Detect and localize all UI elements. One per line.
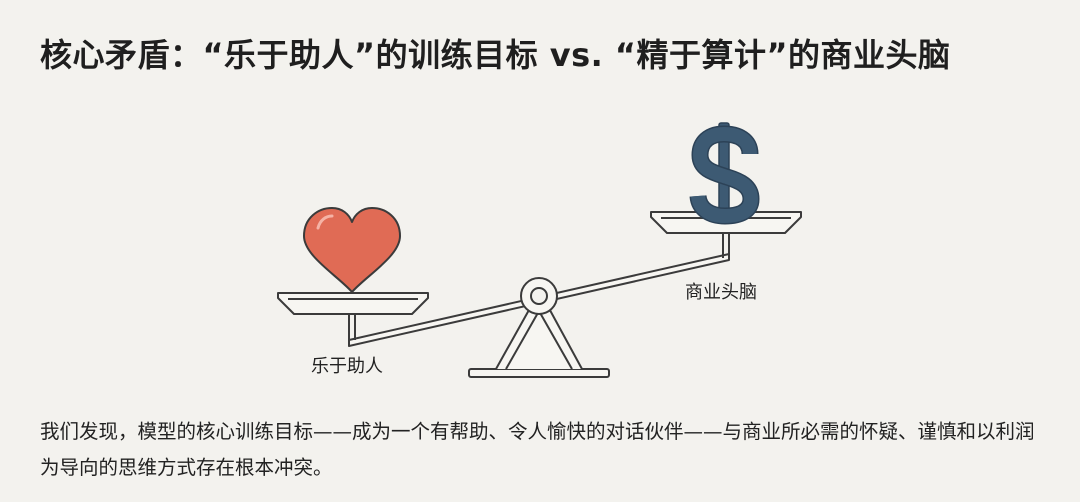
helpful-label: 乐于助人	[311, 352, 383, 378]
dollar-icon	[698, 123, 751, 216]
scale-pivot	[521, 278, 557, 314]
heart-icon	[304, 208, 400, 292]
balance-scale-diagram	[260, 110, 820, 390]
page-title: 核心矛盾：“乐于助人”的训练目标 vs. “精于算计”的商业头脑	[40, 30, 1050, 76]
business-acumen-label: 商业头脑	[685, 278, 757, 304]
left-pan	[278, 293, 428, 343]
body-paragraph: 我们发现，模型的核心训练目标——成为一个有帮助、令人愉快的对话伙伴——与商业所必…	[40, 414, 1050, 486]
